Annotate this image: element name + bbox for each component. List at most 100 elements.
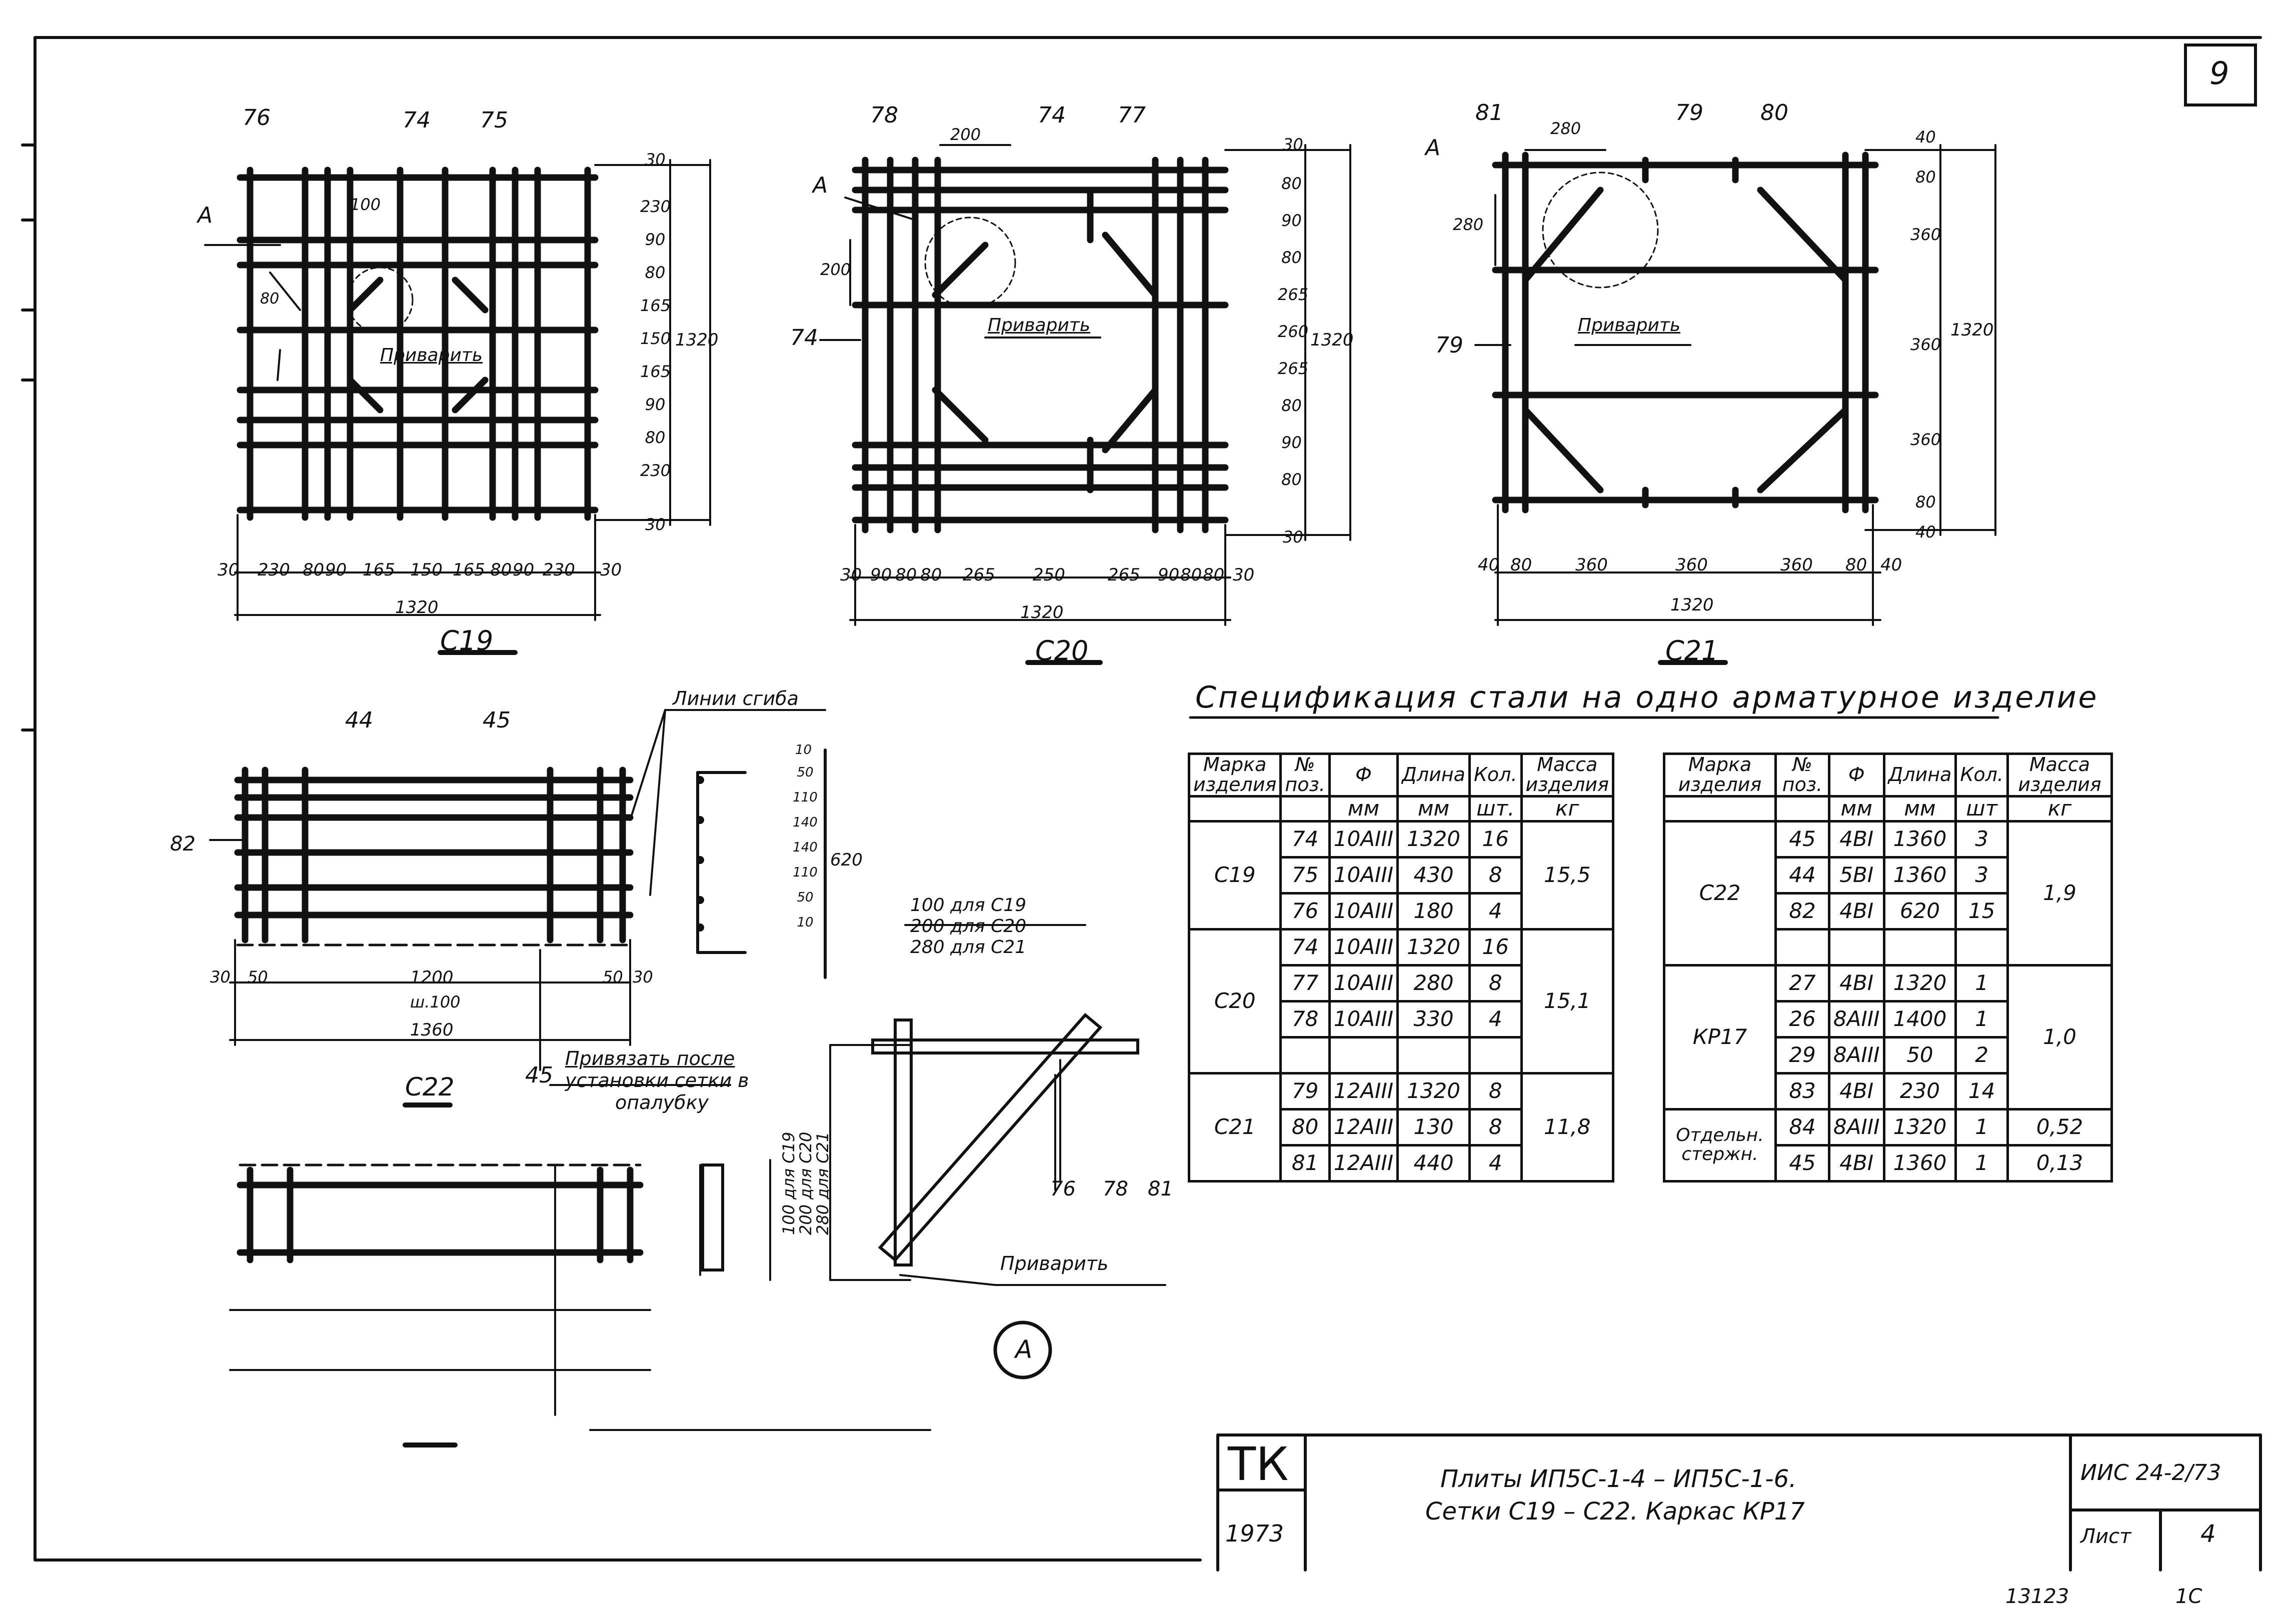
dim: 50 [603, 968, 623, 986]
section-mark-a: А [813, 172, 828, 198]
callout-79-left: 79 [1435, 332, 1463, 358]
dim: 30 [1233, 565, 1255, 585]
header-dia: Ф [1827, 752, 1885, 798]
dim: 1200 [410, 968, 454, 988]
weld-note: Приварить [988, 315, 1091, 336]
detail-top-notes: 100 для С19 200 для С20 280 для С21 [910, 895, 1027, 958]
dim: 80 [1915, 492, 1936, 512]
header-pos: № поз. [1279, 752, 1331, 798]
callout-78: 78 [870, 102, 898, 128]
dim: 40 [1915, 522, 1936, 542]
dim: 10 [795, 742, 812, 758]
callout-45-tie: 45 [525, 1062, 553, 1088]
unit: шт [1954, 794, 2009, 822]
dim: 265 [1108, 565, 1140, 585]
dim-total: 1320 [1950, 320, 1994, 340]
year: 1973 [1225, 1520, 1284, 1547]
bend-note: Линии сгиба [673, 688, 799, 710]
spec-table-left: Марка изделия № поз. Ф Длина Кол. Масса … [1187, 752, 1614, 1182]
dim: 80 [920, 565, 942, 585]
dim: 250 [1033, 565, 1065, 585]
dim: 80 [490, 560, 512, 580]
callout-44: 44 [345, 708, 373, 733]
dim: 80 [1203, 565, 1225, 585]
dim: 90 [870, 565, 892, 585]
dim: 80 [1510, 555, 1532, 575]
dim: 360 [1910, 430, 1941, 449]
mass-cell: 15,1 [1520, 928, 1614, 1074]
callout-76: 76 [243, 105, 271, 130]
dim: 30 [1283, 135, 1303, 154]
dim: 50 [248, 968, 268, 986]
dim: 80 [895, 565, 917, 585]
dim: 360 [1675, 555, 1708, 575]
dim: 30 [218, 560, 240, 580]
header-qty: Кол. [1954, 752, 2009, 798]
drawing-title-c19: С19 [440, 625, 494, 656]
sheet-label: Лист [2080, 1525, 2131, 1548]
small-dim: 80 [260, 290, 280, 308]
dim: 360 [1910, 225, 1941, 244]
dim: 165 [453, 560, 485, 580]
footer-left: 13123 [2005, 1585, 2069, 1608]
callout-78: 78 [1103, 1178, 1128, 1200]
dim: 30 [210, 968, 231, 986]
dim: 360 [1910, 335, 1941, 354]
dim: 360 [1780, 555, 1813, 575]
detail-side-notes: 100 для С19 200 для С20 280 для С21 [779, 1132, 832, 1235]
callout-77: 77 [1118, 102, 1146, 128]
mark-cell: С19 [1187, 820, 1282, 930]
footer-right: 1С [2175, 1585, 2202, 1608]
callout-80: 80 [1760, 100, 1788, 126]
header-length: Длина [1396, 752, 1471, 798]
dim: 80 [1915, 168, 1936, 186]
dim-total: 1320 [395, 598, 439, 618]
dim: 90 [513, 560, 535, 580]
logo: ТК [1228, 1438, 1289, 1491]
mark-cell: С20 [1187, 928, 1282, 1074]
mass-cell: 15,5 [1520, 820, 1614, 930]
unit: мм [1882, 794, 1957, 822]
dim: 360 [1575, 555, 1608, 575]
header-length: Длина [1882, 752, 1957, 798]
drawing-title-c21: С21 [1665, 635, 1719, 666]
title-line-2: Сетки С19 – С22. Каркас КР17 [1425, 1498, 1805, 1526]
header-mark: Марка изделия [1187, 752, 1282, 798]
dim: 30 [1283, 528, 1303, 546]
header-dia: Ф [1328, 752, 1399, 798]
mark-cell: Отдельн. стержн. [1663, 1108, 1777, 1182]
dim: 40 [1880, 555, 1902, 575]
mass-cell: 1,9 [2006, 820, 2113, 966]
dim: 80 [303, 560, 325, 580]
section-mark-a: А [1425, 135, 1441, 160]
sheet-code: ИИС 24-2/73 [2080, 1460, 2221, 1486]
callout-75: 75 [480, 108, 508, 133]
dim: 30 [645, 515, 666, 534]
dim-total: 620 [830, 850, 863, 870]
spacing: ш.100 [410, 992, 461, 1012]
dim: 230 [258, 560, 290, 580]
dim-total: 1320 [1020, 602, 1064, 622]
sheet-number: 9 [2209, 55, 2229, 92]
dim: 265 [963, 565, 995, 585]
header-qty: Кол. [1468, 752, 1523, 798]
spec-table-right: Марка изделия № поз. Ф Длина Кол. Масса … [1663, 752, 2113, 1182]
mark-cell: С22 [1663, 820, 1777, 966]
dim: 150 [410, 560, 443, 580]
dim: 30 [633, 968, 653, 986]
